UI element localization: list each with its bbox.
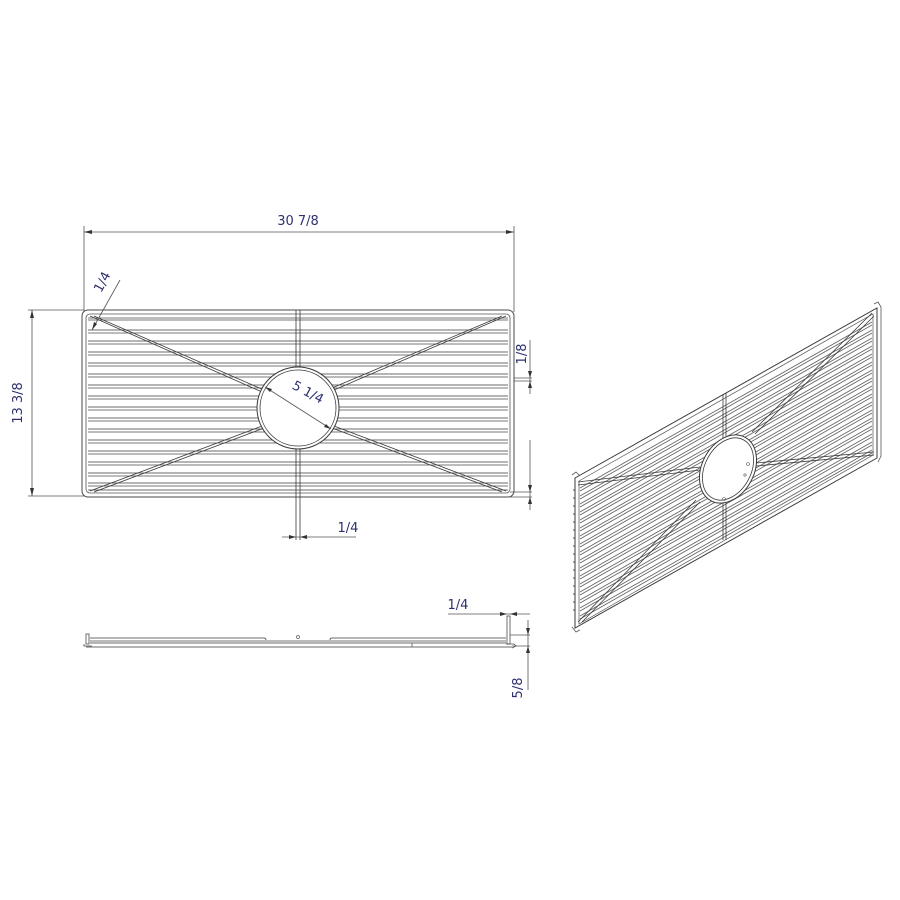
iso-cross-braces <box>577 312 875 623</box>
isometric-view <box>571 301 882 633</box>
height-label: 5/8 <box>511 678 526 699</box>
cross-braces <box>89 315 507 493</box>
corner-wire-label: 1/4 <box>91 270 114 296</box>
center-bar-width-label: 1/4 <box>338 521 359 536</box>
foot-width-label: 1/4 <box>448 598 469 613</box>
bar-spacing-label: 1/8 <box>515 344 530 365</box>
iso-drain-hole <box>698 434 758 504</box>
depth-label: 13 3/8 <box>11 382 26 424</box>
depth-dimension: 13 3/8 <box>11 309 84 497</box>
foot-width-dimension: 1/4 <box>448 598 530 616</box>
center-bar-width-dimension: 1/4 <box>282 521 358 539</box>
bar-spacing-dimension: 1/8 <box>514 340 532 394</box>
drain-hole: 5 1/4 <box>256 366 340 450</box>
side-view: 1/4 5/8 <box>83 598 530 698</box>
top-view: 30 7/8 13 3/8 <box>11 214 532 540</box>
iso-left-edge-pins <box>573 489 575 611</box>
edge-offset-dimension <box>510 440 532 510</box>
center-bar <box>295 310 301 540</box>
height-dimension: 5/8 <box>510 620 530 698</box>
width-dimension: 30 7/8 <box>84 214 514 234</box>
width-label: 30 7/8 <box>277 214 319 229</box>
iso-center-bar <box>722 393 727 540</box>
